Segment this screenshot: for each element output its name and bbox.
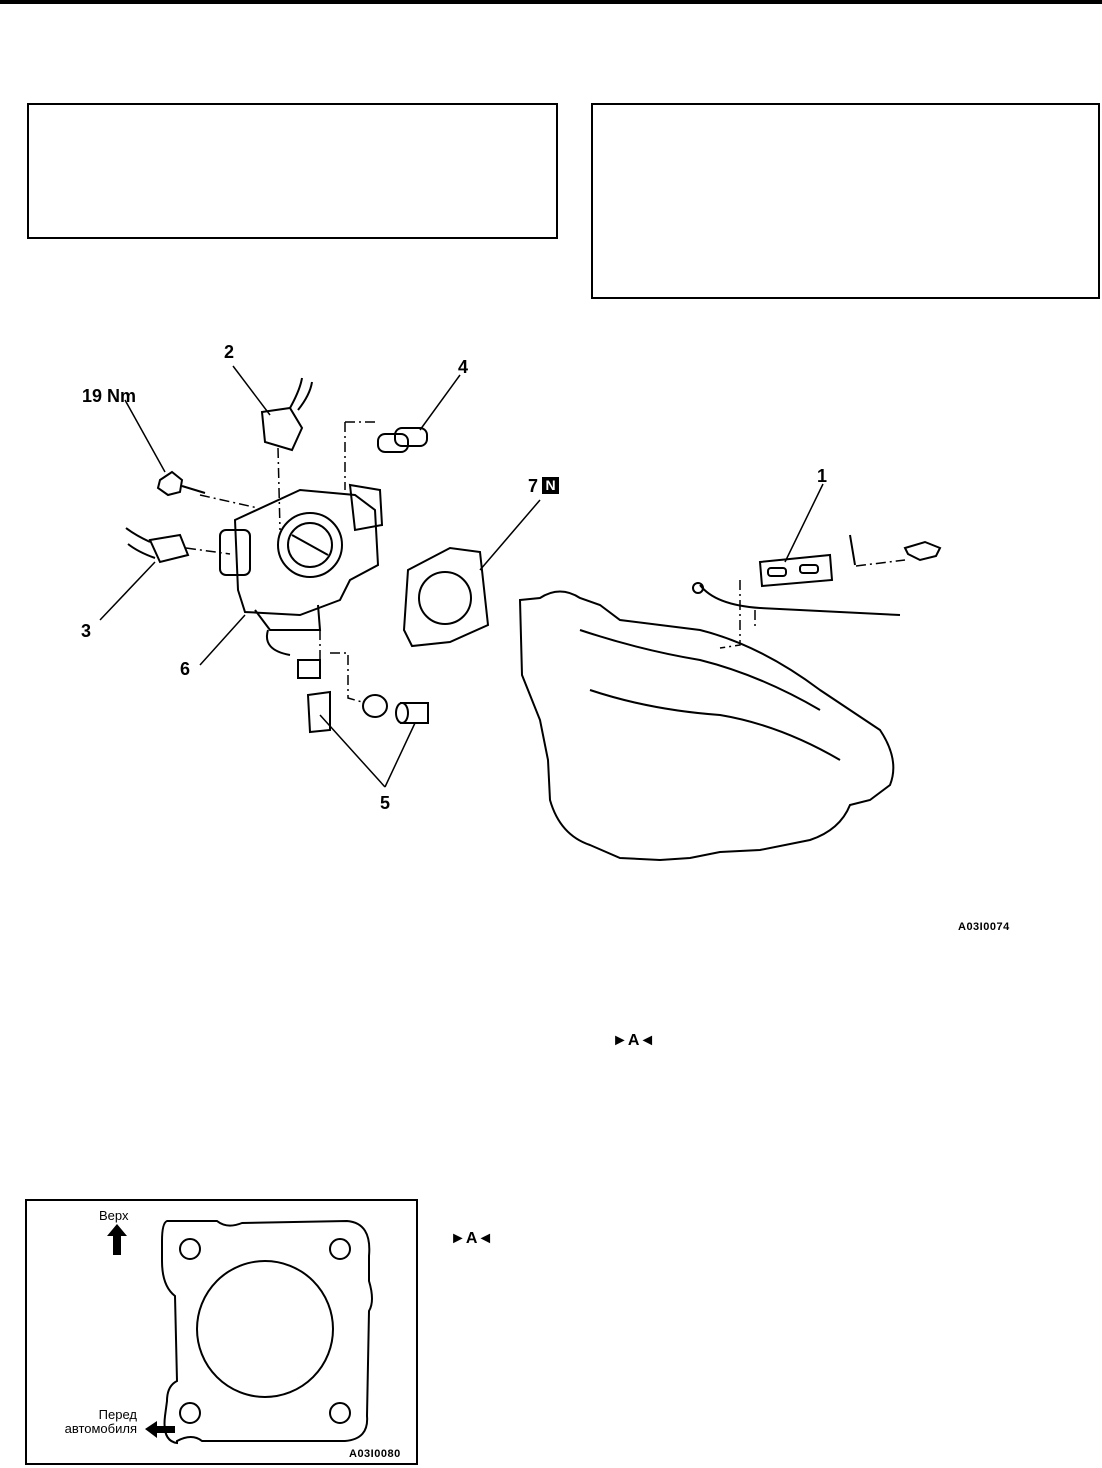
- gasket-hole-bl: [179, 1402, 201, 1424]
- hose-b: [400, 702, 429, 724]
- part-label-1: 1: [817, 466, 828, 486]
- plug-4b: [394, 427, 428, 447]
- up-arrow-icon: [107, 1224, 127, 1255]
- part-label-7-number: 7: [528, 476, 539, 496]
- clamp-b: [362, 694, 388, 718]
- gasket-up-label: Верх: [99, 1208, 129, 1223]
- exploded-view-drawing: [99, 365, 942, 862]
- gasket-front-label-line1: Перед: [98, 1407, 137, 1422]
- bracket-1: [758, 553, 834, 588]
- leader-5a: [319, 714, 386, 788]
- bolt-head: [156, 470, 184, 497]
- main-figure-code: A03I0074: [958, 921, 1010, 933]
- leader-4: [419, 374, 461, 431]
- leader-3: [99, 561, 156, 621]
- throttle-body-outline: [233, 488, 380, 617]
- throttle-cable-drum: [348, 483, 384, 532]
- connector-3: [148, 533, 190, 564]
- connector-2: [260, 406, 304, 452]
- leader-6: [199, 614, 246, 666]
- notice-box-right: [591, 103, 1100, 299]
- gasket-figure-code: A03I0080: [349, 1448, 401, 1460]
- throttle-bore: [277, 512, 343, 578]
- gasket-front-label: Перед автомобиля: [37, 1408, 137, 1436]
- gasket-7: [402, 546, 490, 648]
- plug-4a: [377, 433, 409, 453]
- hose-a: [306, 690, 331, 734]
- notice-box-left: [27, 103, 558, 239]
- throttle-cable: [699, 584, 901, 616]
- leader-5b: [384, 722, 416, 788]
- gasket-hole-tr: [329, 1238, 351, 1260]
- leader-1: [784, 483, 824, 563]
- gasket-front-label-line2: автомобиля: [64, 1421, 137, 1436]
- leader-7: [479, 499, 541, 571]
- part-label-3: 3: [81, 621, 92, 641]
- part-label-6: 6: [180, 659, 191, 679]
- page-top-rule: [0, 0, 1102, 4]
- part-label-2: 2: [224, 342, 235, 362]
- gasket-bore: [196, 1260, 334, 1398]
- bracket-bolt: [903, 540, 942, 562]
- leader-torque: [124, 399, 166, 473]
- clamp-a: [297, 659, 321, 679]
- intake-manifold: [518, 590, 895, 862]
- service-mark-a-2: ►A◄: [450, 1230, 494, 1247]
- front-arrow-icon: [145, 1421, 175, 1438]
- part-label-4: 4: [458, 357, 469, 377]
- gasket-hole-br: [329, 1402, 351, 1424]
- gasket-outline: [161, 1219, 373, 1445]
- gasket-hole-tl: [179, 1238, 201, 1260]
- gasket-orientation-figure: Верх Перед автомобиля A03I0080: [25, 1199, 418, 1465]
- gasket-drawing: [107, 1219, 373, 1445]
- new-part-badge: N: [542, 477, 560, 494]
- part-label-5: 5: [380, 793, 391, 813]
- service-mark-a-1: ►A◄: [612, 1032, 656, 1049]
- torque-label: 19 Nm: [82, 386, 137, 406]
- leader-2: [232, 365, 271, 416]
